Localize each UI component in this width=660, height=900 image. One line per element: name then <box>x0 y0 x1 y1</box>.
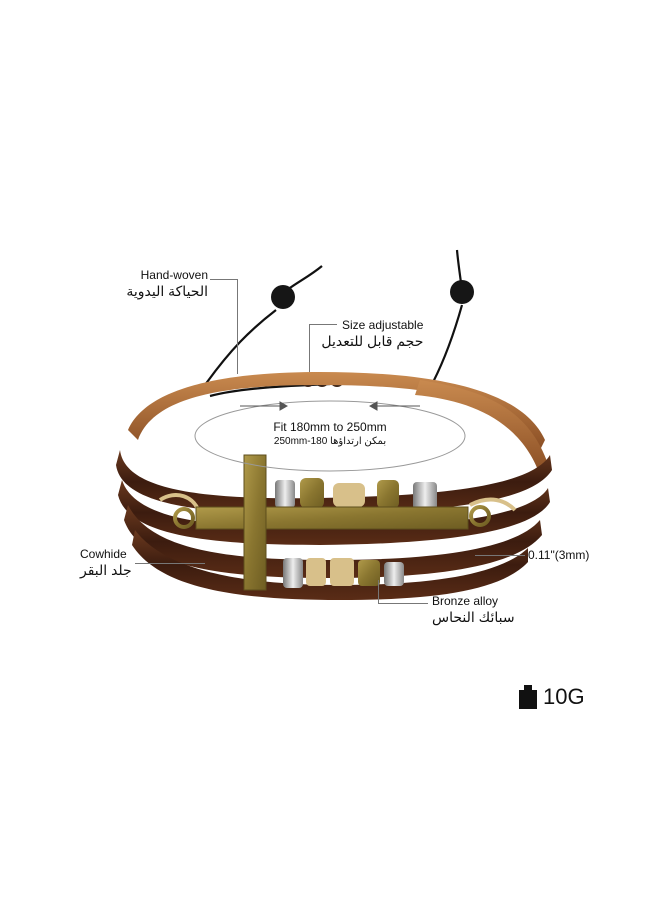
leader-cowhide <box>135 563 205 564</box>
leader-hand-woven-h <box>210 279 238 280</box>
label-bronze-alloy-en: Bronze alloy <box>432 594 499 608</box>
label-cowhide-en: Cowhide <box>80 547 127 561</box>
cross-ring-left <box>173 507 195 529</box>
label-fit-range-ar: بمكن ارتداؤها 180-250mm <box>273 436 387 447</box>
cord-end-bead-left <box>271 285 295 309</box>
cord-end-bead-right <box>450 280 474 304</box>
label-hand-woven: Hand-woven الحياكة اليدوية <box>118 268 208 300</box>
label-fit-range-en: Fit 180mm to 250mm <box>273 420 387 434</box>
label-cowhide: Cowhide جلد البقر <box>80 547 132 579</box>
fit-range-arrows <box>240 401 420 411</box>
leader-hand-woven-v <box>237 279 238 374</box>
label-thickness: 0.11"(3mm) <box>528 548 589 563</box>
bronze-cross <box>195 454 469 591</box>
leader-size-v <box>309 324 310 372</box>
label-size-adjustable-ar: حجم قابل للتعديل <box>321 333 424 349</box>
leader-bronze-v <box>378 580 379 603</box>
label-fit-range: Fit 180mm to 250mm بمكن ارتداؤها 180-250… <box>250 420 410 448</box>
beads-upper <box>275 478 437 510</box>
label-bronze-alloy: Bronze alloy سبائك النحاس <box>432 594 515 626</box>
leader-size-h <box>309 324 337 325</box>
weight-indicator: 10G <box>517 684 585 710</box>
label-thickness-en: 0.11"(3mm) <box>528 548 590 562</box>
beads-lower <box>283 558 404 588</box>
label-size-adjustable-en: Size adjustable <box>342 318 424 332</box>
weight-value: 10G <box>543 684 585 709</box>
leather-strand-back-2 <box>415 380 550 475</box>
label-cowhide-ar: جلد البقر <box>80 562 132 578</box>
label-bronze-alloy-ar: سبائك النحاس <box>432 609 515 625</box>
cross-ring-right <box>469 505 491 527</box>
label-size-adjustable: Size adjustable حجم قابل للتعديل <box>312 318 423 350</box>
label-hand-woven-en: Hand-woven <box>140 268 208 282</box>
label-hand-woven-ar: الحياكة اليدوية <box>126 283 208 299</box>
leader-bronze-h <box>378 603 428 604</box>
fit-range-ellipse <box>194 400 466 472</box>
leader-thickness <box>475 555 525 556</box>
weight-icon <box>519 685 537 709</box>
